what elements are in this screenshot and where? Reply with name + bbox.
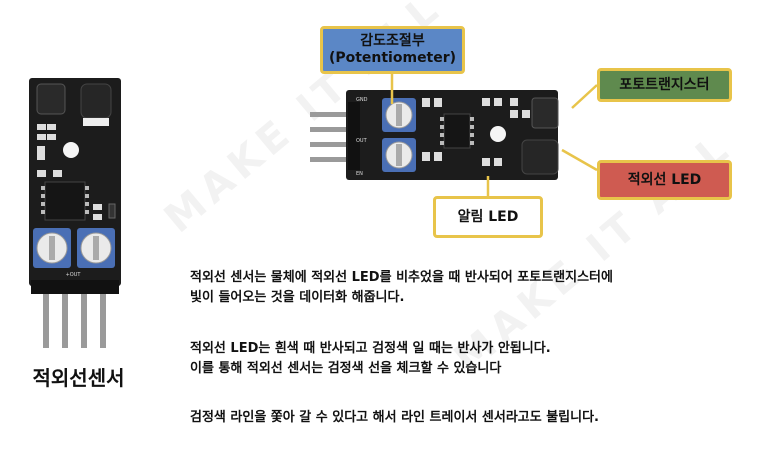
ir-led-label: 적외선 LED — [627, 171, 702, 188]
board-label-gnd: GND — [356, 97, 368, 103]
paragraph-2-line-2: 이를 통해 적외선 센서는 검정색 선을 체크할 수 있습니다 — [190, 361, 502, 376]
phototransistor-label: 포토트랜지스터 — [619, 76, 710, 93]
paragraph-2-line-1: 적외선 LED는 흰색 때 반사되고 검정색 일 때는 반사가 안됩니다. — [190, 341, 551, 356]
phototransistor-callout: 포토트랜지스터 — [597, 68, 732, 102]
paragraph-3-line-1: 검정색 라인을 쫓아 갈 수 있다고 해서 라인 트레이서 센서라고도 불립니다… — [190, 410, 599, 425]
alarm-led-label: 알림 LED — [457, 208, 519, 225]
alarm-led-callout: 알림 LED — [433, 196, 543, 238]
ir-led-callout: 적외선 LED — [597, 160, 732, 200]
potentiometer-callout: 감도조절부 (Potentiometer) — [320, 26, 465, 74]
board-label-out: OUT — [356, 138, 368, 144]
board-label-en: EN — [356, 171, 363, 177]
sensor-title: 적외선센서 — [32, 366, 125, 390]
paragraph-1-line-1: 적외선 센서는 물체에 적외선 LED를 비추었을 때 반사되어 포토트랜지스터… — [190, 270, 613, 285]
paragraph-1-line-2: 빛이 들어오는 것을 데이터화 해줍니다. — [190, 290, 405, 305]
potentiometer-label: 감도조절부 (Potentiometer) — [328, 33, 457, 66]
board-label-vertical-out: +OUT — [66, 272, 82, 278]
vertical-sensor-module: +OUT — [29, 78, 121, 348]
horizontal-sensor-module: GND OUT EN — [310, 90, 559, 180]
